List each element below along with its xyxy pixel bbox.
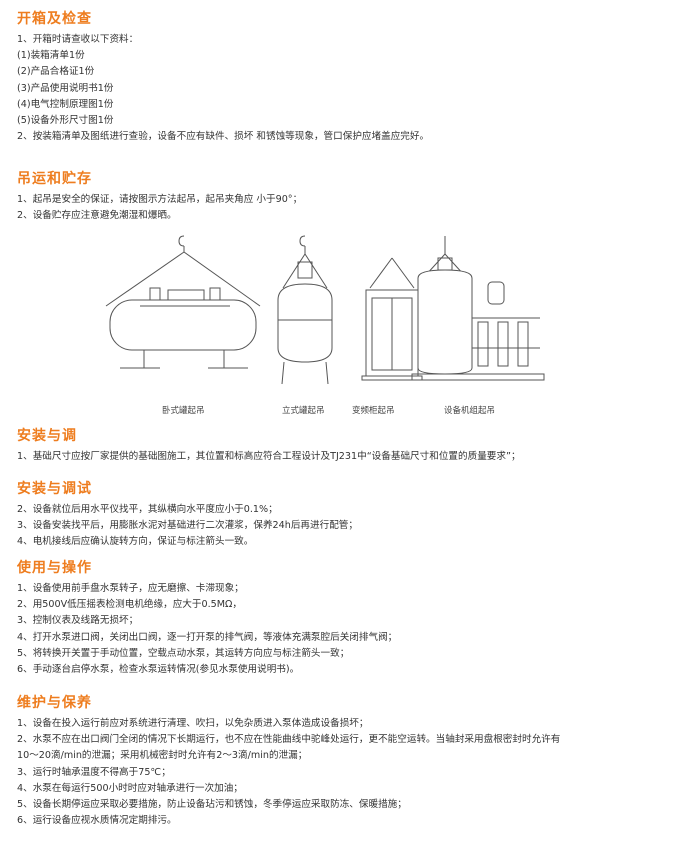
section-title: 吊运和贮存: [17, 171, 92, 187]
caption-vertical-tank: 立式罐起吊: [282, 406, 325, 416]
text-line: 3、控制仪表及线路无损坏；: [17, 615, 139, 627]
section-lifting: 吊运和贮存 1、起吊是安全的保证，请按图示方法起吊，起吊夹角应 小于90°； 2…: [17, 168, 302, 224]
vertical-tank-icon: [277, 235, 333, 385]
equipment-unit-icon: [411, 236, 545, 381]
section-maintenance: 维护与保养 1、设备在投入运行前应对系统进行清理、吹扫，以免杂质进入泵体造成设备…: [17, 692, 560, 829]
text-line: 1、起吊是安全的保证，请按图示方法起吊，起吊夹角应 小于90°；: [17, 194, 303, 205]
text-line: 2、设备就位后用水平仪找平，其纵横向水平度应小于0.1%；: [17, 504, 278, 515]
text-line: 2、设备贮存应注意避免潮湿和爆晒。: [17, 210, 177, 222]
text-line: 6、手动逐台启停水泵，检查水泵运转情况(参见水泵使用说明书)。: [17, 664, 300, 676]
text-line: 4、水泵在每运行500小时时应对轴承进行一次加油；: [17, 782, 243, 794]
text-line: (3)产品使用说明书1份: [17, 82, 114, 94]
text-line: (4)电气控制原理图1份: [17, 98, 114, 110]
text-line: 2、水泵不应在出口阀门全闭的情况下长期运行，也不应在性能曲线中驼峰处运行，更不能…: [17, 734, 561, 746]
caption-horizontal-tank: 卧式罐起吊: [162, 406, 205, 416]
text-line: 2、用500V低压摇表检测电机绝缘，应大于0.5MΩ，: [17, 599, 242, 611]
caption-cabinet: 变频柜起吊: [352, 406, 395, 416]
section-title: 使用与操作: [17, 560, 92, 576]
lifting-illustration: 卧式罐起吊 立式罐起吊 变频柜起吊 设备机组起吊: [100, 228, 560, 420]
section-title: 维护与保养: [17, 695, 92, 711]
text-line: 3、运行时轴承温度不得高于75℃；: [17, 766, 171, 778]
section-operation: 使用与操作 1、设备使用前手盘水泵转子，应无磨擦、卡滞现象； 2、用500V低压…: [17, 557, 397, 678]
horizontal-tank-icon: [105, 235, 261, 369]
lifting-diagram: [105, 235, 545, 385]
text-line: 5、将转换开关置于手动位置，空载点动水泵，其运转方向应与标注箭头一致；: [17, 647, 350, 659]
text-line: (1)装箱清单1份: [17, 50, 85, 62]
section-title: 开箱及检查: [17, 11, 92, 27]
text-line: (5)设备外形尺寸图1份: [17, 115, 114, 127]
section-title: 安装与调试: [17, 481, 92, 497]
text-line: 2、按装箱清单及图纸进行查验，设备不应有缺件、损坏 和锈蚀等现象，管口保护应堵盖…: [17, 131, 430, 143]
text-line: 10～20滴/min的泄漏；采用机械密封时允许有2～3滴/min的泄漏；: [17, 750, 308, 762]
text-line: 4、打开水泵进口阀，关闭出口阀，逐一打开泵的排气阀，等液体充满泵腔后关闭排气阀；: [17, 631, 398, 643]
caption-equipment-unit: 设备机组起吊: [444, 406, 496, 416]
text-line: 3、设备安装找平后，用膨胀水泥对基础进行二次灌浆，保养24h后再进行配管；: [17, 520, 358, 532]
cabinet-icon: [361, 257, 423, 381]
section-install: 安装与调 1、基础尺寸应按厂家提供的基础图施工，其位置和标高应符合工程设计及TJ…: [17, 425, 521, 465]
text-line: 5、设备长期停运应采取必要措施，防止设备玷污和锈蚀，冬季停运应采取防冻、保暖措施…: [17, 799, 407, 811]
text-line: 1、设备使用前手盘水泵转子，应无磨擦、卡滞现象；: [17, 583, 244, 594]
section-title: 安装与调: [17, 428, 77, 444]
section-unpack: 开箱及检查 1、开箱时请查收以下资料： (1)装箱清单1份 (2)产品合格证1份…: [17, 8, 429, 145]
text-line: 4、电机接线后应确认旋转方向，保证与标注箭头一致。: [17, 536, 254, 548]
text-line: 1、开箱时请查收以下资料：: [17, 34, 139, 45]
text-line: (2)产品合格证1份: [17, 66, 95, 78]
text-line: 6、运行设备应视水质情况定期排污。: [17, 815, 177, 827]
text-line: 1、基础尺寸应按厂家提供的基础图施工，其位置和标高应符合工程设计及TJ231中“…: [17, 451, 521, 462]
section-install-debug: 安装与调试 2、设备就位后用水平仪找平，其纵横向水平度应小于0.1%； 3、设备…: [17, 478, 358, 551]
text-line: 1、设备在投入运行前应对系统进行清理、吹扫，以免杂质进入泵体造成设备损坏；: [17, 718, 369, 729]
